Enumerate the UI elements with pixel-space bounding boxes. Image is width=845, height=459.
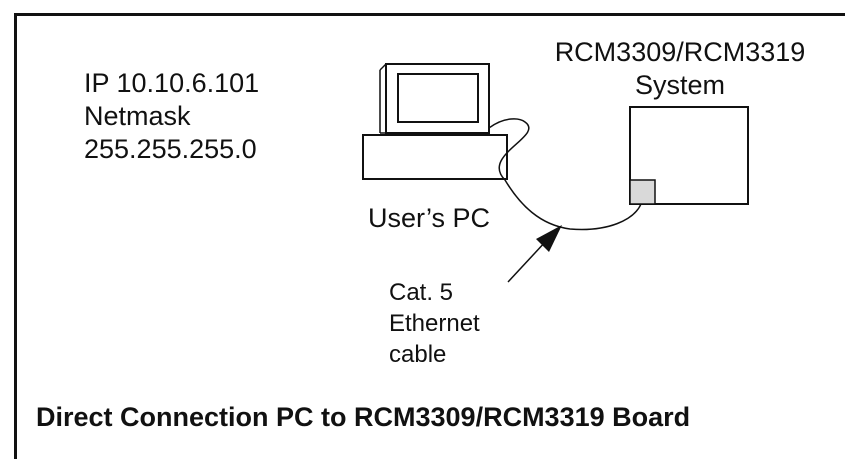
- pc-monitor: [379, 63, 490, 134]
- pc-base-unit: [362, 134, 508, 180]
- diagram-caption: Direct Connection PC to RCM3309/RCM3319 …: [36, 402, 691, 432]
- cable-label-line2: Ethernet: [389, 310, 480, 337]
- frame-top-border: [14, 13, 845, 16]
- cable-arrow-shaft: [507, 239, 548, 283]
- cable-label-line1: Cat. 5: [389, 279, 454, 306]
- system-label-line2: System: [634, 70, 726, 100]
- pc-network-settings: IP 10.10.6.101 Netmask 255.255.255.0: [84, 67, 259, 166]
- ip-address-text: IP 10.10.6.101: [84, 68, 260, 98]
- system-board: [629, 106, 749, 205]
- ethernet-cable: [488, 118, 642, 231]
- monitor-outer: [385, 63, 490, 134]
- cable-arrow-head: [536, 225, 562, 252]
- pc-label: User’s PC: [368, 203, 491, 233]
- cable-label: Cat. 5 Ethernet cable: [389, 277, 480, 370]
- ethernet-port: [629, 179, 656, 205]
- netmask-label: Netmask: [84, 101, 191, 131]
- cable-label-line3: cable: [389, 341, 447, 368]
- system-label: RCM3309/RCM3319 System: [530, 36, 830, 102]
- frame-left-border: [14, 13, 17, 459]
- netmask-value: 255.255.255.0: [84, 134, 257, 164]
- system-label-line1: RCM3309/RCM3319: [554, 37, 806, 67]
- diagram-frame: [14, 13, 845, 459]
- monitor-screen: [397, 73, 479, 123]
